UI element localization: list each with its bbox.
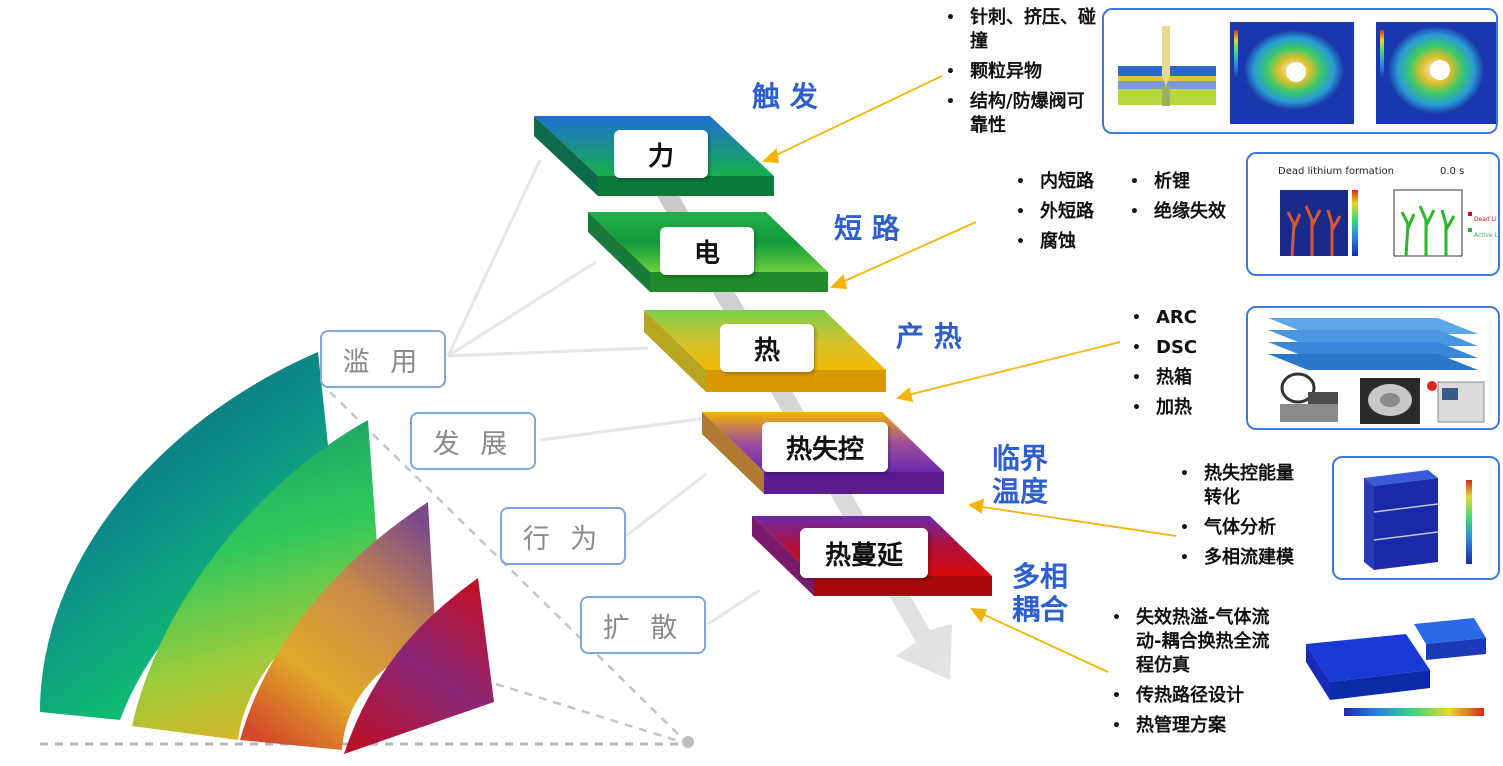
list-runaway: 热失控能量转化 气体分析 多相流建模: [1180, 462, 1310, 576]
dead-lithium-figure: Dead lithium formation 0.0 s Dead Li Act…: [1246, 152, 1500, 276]
list-mechanical: 针刺、挤压、碰撞 颗粒异物 结构/防爆阀可靠性: [946, 6, 1096, 144]
stage-thermal: 热: [720, 324, 814, 372]
category-development: 发 展: [410, 412, 536, 470]
runaway-simulation-image: [1364, 470, 1472, 570]
list-item: 气体分析: [1180, 516, 1310, 540]
label-trigger: 触 发: [752, 80, 818, 113]
label-heat-generation: 产 热: [896, 320, 962, 353]
propagation-cfd-image: [1306, 618, 1486, 716]
list-item: 析锂: [1130, 170, 1240, 194]
dead-lithium-image: [1280, 189, 1472, 257]
time-readout: 0.0 s: [1440, 166, 1465, 177]
stage-thermal-propagation: 热蔓延: [800, 528, 928, 578]
stage-electrical: 电: [660, 227, 754, 275]
list-item: 加热: [1132, 396, 1232, 420]
runaway-simulation-figure: [1332, 456, 1500, 580]
label-short-circuit: 短 路: [834, 212, 900, 245]
nail-penetration-image: [1118, 22, 1496, 124]
list-item: 多相流建模: [1180, 546, 1310, 570]
list-item: ARC: [1132, 306, 1232, 330]
label-critical-line1: 临界: [992, 442, 1049, 475]
list-item: 外短路: [1016, 200, 1116, 224]
list-item: 绝缘失效: [1130, 200, 1240, 224]
label-critical-temperature: 临界 温度: [992, 442, 1048, 508]
label-critical-line2: 温度: [992, 475, 1049, 508]
heating-equipment-figure: [1246, 306, 1500, 430]
stage-mechanical: 力: [614, 130, 708, 178]
list-item: 热箱: [1132, 366, 1232, 390]
list-item: 腐蚀: [1016, 230, 1116, 254]
label-multiphase-coupling: 多相 耦合: [1012, 560, 1068, 626]
list-short-circuit-b: 析锂 绝缘失效: [1130, 170, 1240, 230]
list-item: 热失控能量转化: [1180, 462, 1310, 510]
stage-thermal-runaway: 热失控: [762, 422, 888, 472]
list-short-circuit-a: 内短路 外短路 腐蚀: [1016, 170, 1116, 260]
list-item: 传热路径设计: [1112, 684, 1272, 708]
list-item: 热管理方案: [1112, 714, 1272, 738]
label-multiphase-line2: 耦合: [1012, 593, 1069, 626]
legend-dead-li: Dead Li: [1474, 216, 1497, 223]
label-multiphase-line1: 多相: [1012, 560, 1069, 593]
nail-penetration-figure: [1102, 8, 1498, 134]
list-heat-tests: ARC DSC 热箱 加热: [1132, 306, 1232, 426]
list-item: 颗粒异物: [946, 60, 1096, 84]
heating-equipment-image: [1268, 318, 1485, 424]
legend-active-li: Active Li: [1474, 232, 1500, 239]
list-item: DSC: [1132, 336, 1232, 360]
list-item: 结构/防爆阀可靠性: [946, 90, 1096, 138]
category-abuse: 滥 用: [320, 330, 446, 388]
list-item: 失效热溢-气体流动-耦合换热全流程仿真: [1112, 606, 1272, 678]
dead-lithium-title: Dead lithium formation: [1278, 166, 1394, 177]
propagation-cfd-figure: [1296, 614, 1496, 724]
list-propagation: 失效热溢-气体流动-耦合换热全流程仿真 传热路径设计 热管理方案: [1112, 606, 1272, 744]
category-behavior: 行 为: [500, 507, 626, 565]
list-item: 针刺、挤压、碰撞: [946, 6, 1096, 54]
category-spread: 扩 散: [580, 596, 706, 654]
list-item: 内短路: [1016, 170, 1116, 194]
